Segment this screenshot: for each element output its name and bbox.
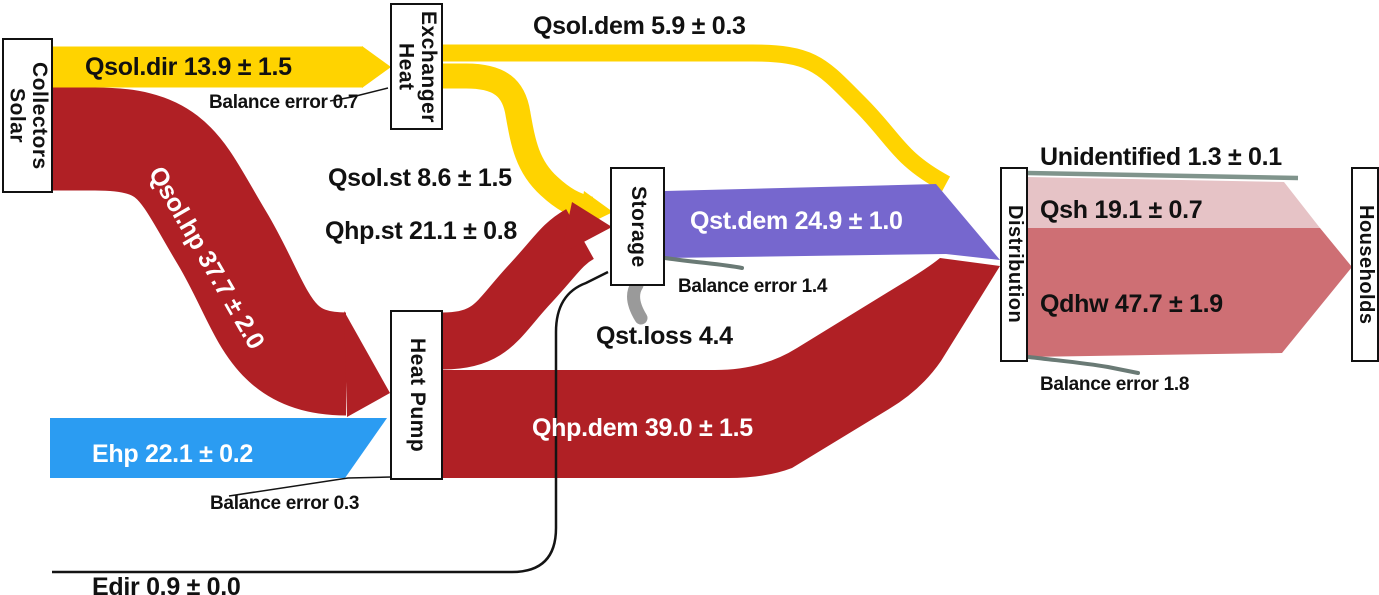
flow-qsh [1027, 177, 1320, 228]
label-balance-error-distribution: Balance error 1.8 [1040, 374, 1190, 395]
node-solar-collectors-label: Solar Collectors [5, 61, 52, 170]
node-households-label: Households [1354, 204, 1377, 325]
label-balance-error-heat-exchanger: Balance error 0.7 [209, 92, 359, 113]
flow-qsol-hp [53, 87, 349, 416]
flow-qsol-dem [443, 44, 951, 192]
node-heat-pump-label: Heat Pump [405, 337, 429, 453]
flow-qsol-hp-arrowhead [344, 311, 390, 417]
label-balance-error-heat-pump: Balance error 0.3 [210, 493, 360, 514]
label-edir: Edir 0.9 ± 0.0 [92, 573, 241, 595]
balance-error-line-distribution [1027, 355, 1140, 375]
node-distribution-label: Distribution [1003, 205, 1026, 324]
label-qsol-dir: Qsol.dir 13.9 ± 1.5 [85, 53, 292, 81]
balance-error-line-heat-pump [228, 476, 392, 497]
label-qsh: Qsh 19.1 ± 0.7 [1040, 196, 1203, 224]
node-heat-exchanger: Heat Exchanger [390, 3, 443, 130]
node-storage-label: Storage [626, 185, 650, 268]
flow-qhp-st [441, 209, 595, 370]
label-qhp-st: Qhp.st 21.1 ± 0.8 [325, 217, 518, 245]
node-households: Households [1351, 167, 1379, 362]
node-solar-collectors: Solar Collectors [2, 38, 53, 193]
label-qst-dem: Qst.dem 24.9 ± 1.0 [690, 207, 903, 235]
flow-ehp [50, 418, 387, 478]
flow-qsol-dir-arrowhead [362, 46, 391, 88]
label-ehp: Ehp 22.1 ± 0.2 [92, 440, 253, 468]
label-qsol-st: Qsol.st 8.6 ± 1.5 [328, 164, 512, 192]
label-unidentified: Unidentified 1.3 ± 0.1 [1040, 143, 1282, 171]
flow-edir [52, 270, 609, 574]
label-balance-error-storage: Balance error 1.4 [678, 276, 828, 297]
label-qsol-dem: Qsol.dem 5.9 ± 0.3 [533, 12, 746, 40]
flow-qsol-st [443, 63, 594, 222]
flow-qst-loss [627, 278, 648, 325]
node-storage: Storage [610, 167, 665, 286]
balance-error-line-heat-exchanger [329, 87, 389, 102]
node-distribution: Distribution [1000, 167, 1028, 362]
balance-error-line-storage [663, 256, 744, 270]
node-heat-exchanger-label: Heat Exchanger [394, 10, 441, 123]
flow-qdhw [1027, 228, 1352, 357]
label-qst-loss: Qst.loss 4.4 [596, 322, 733, 350]
flow-unidentified [1026, 170, 1299, 181]
flow-qhp-dem [443, 258, 1000, 478]
node-heat-pump: Heat Pump [390, 310, 443, 480]
label-qdhw: Qdhw 47.7 ± 1.9 [1040, 290, 1223, 318]
flow-qst-dem [665, 184, 1000, 260]
flow-qhp-st-arrowhead [561, 202, 612, 254]
label-qhp-dem: Qhp.dem 39.0 ± 1.5 [532, 414, 753, 442]
